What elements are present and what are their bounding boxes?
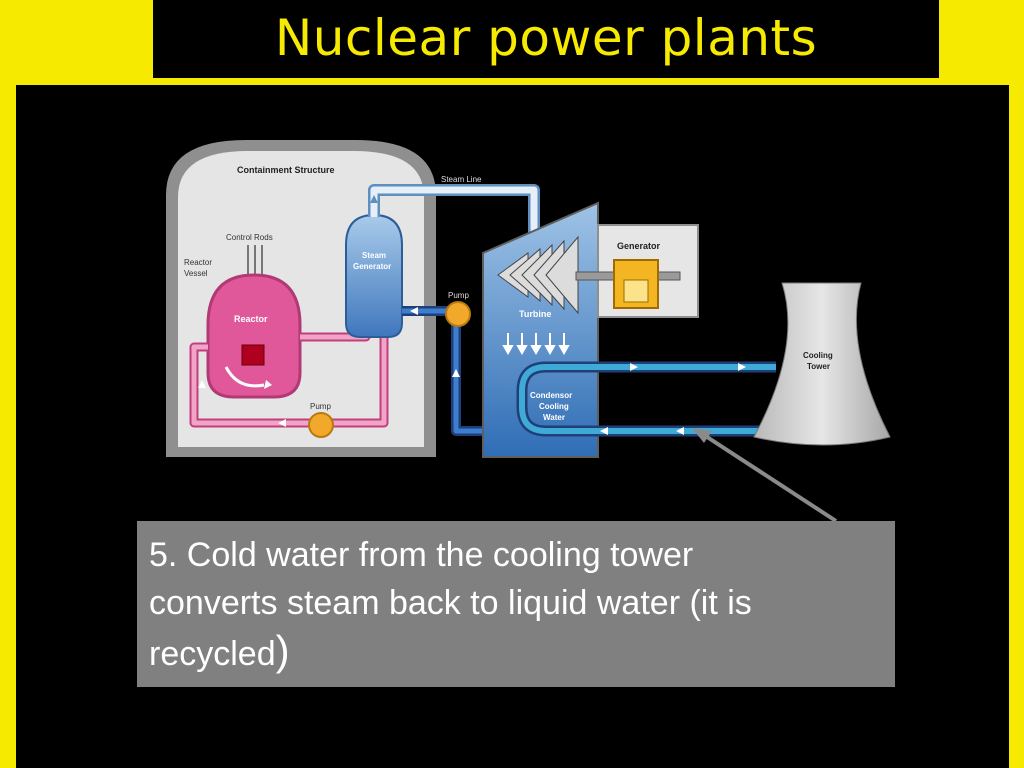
steam-line <box>368 184 540 237</box>
caption-close-paren: ) <box>275 627 290 674</box>
nuclear-plant-diagram: Containment Structure Control Rods React… <box>166 140 891 523</box>
condenser-label-2: Cooling <box>539 402 569 411</box>
turbine-blades <box>497 235 579 315</box>
turbine-housing <box>482 201 599 458</box>
steam-generator <box>345 213 403 338</box>
slide-title: Nuclear power plants <box>274 9 818 67</box>
steam-flow-arrows <box>502 333 570 356</box>
feedwater-pump <box>445 301 471 327</box>
caption-line-1: 5. Cold water from the cooling tower <box>149 536 694 574</box>
cooling-tower-label-2: Tower <box>807 362 830 371</box>
containment-label: Containment Structure <box>237 165 335 175</box>
title-bar: Nuclear power plants <box>153 0 939 78</box>
pointer-arrow <box>692 428 838 523</box>
generator-label: Generator <box>617 241 661 251</box>
primary-pump <box>308 412 334 438</box>
turbine-label: Turbine <box>519 309 551 319</box>
steam-generator-label-2: Generator <box>353 262 391 271</box>
reactor-vessel <box>206 273 302 399</box>
reactor-vessel-label-2: Vessel <box>184 269 208 278</box>
steam-line-label: Steam Line <box>441 175 482 184</box>
reactor-vessel-label-1: Reactor <box>184 258 212 267</box>
feedwater-pump-label: Pump <box>448 291 469 300</box>
steam-generator-label-1: Steam <box>362 251 386 260</box>
caption-line-3-text: recycled <box>149 635 276 673</box>
cooling-tower <box>753 282 891 446</box>
control-rods-label: Control Rods <box>226 233 273 242</box>
condenser-label-3: Water <box>543 413 565 422</box>
cooling-water-loop <box>516 361 776 437</box>
reactor-label: Reactor <box>234 314 268 324</box>
cooling-tower-label-1: Cooling <box>803 351 833 360</box>
caption-box: 5. Cold water from the cooling tower con… <box>137 521 895 687</box>
primary-pump-label: Pump <box>310 402 331 411</box>
caption-line-3: recycled) <box>149 627 883 678</box>
reactor-core <box>241 344 265 366</box>
caption-line-2: converts steam back to liquid water (it … <box>149 584 752 622</box>
condenser-label-1: Condensor <box>530 391 572 400</box>
